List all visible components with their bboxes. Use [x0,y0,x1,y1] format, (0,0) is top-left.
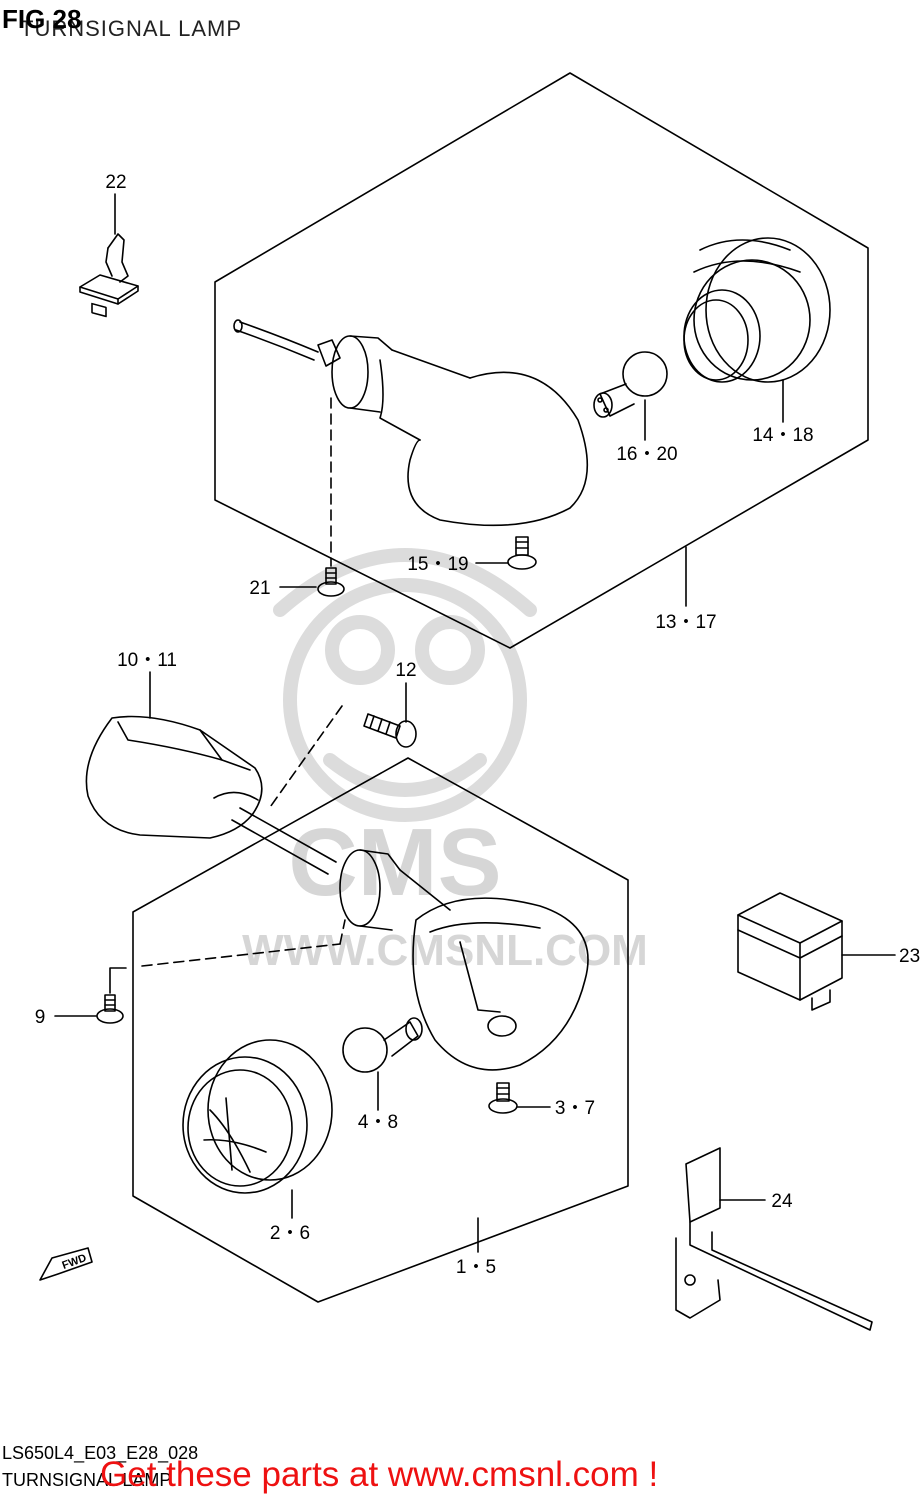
part-9-screw [96,994,124,1024]
label-12: 12 [395,660,416,681]
label-4-8: 4・8 [358,1112,398,1133]
watermark-logo [273,548,537,822]
label-3-7: 3・7 [555,1098,595,1119]
part-10-11-cover [85,715,263,839]
part-23-relay [737,892,843,1011]
part-14-18-lens [683,237,831,383]
lower-lamp-body [231,807,589,1071]
dash-9b [141,943,341,967]
part-4-8-bulb [342,1017,423,1073]
drawing-name: TURNSIGNAL LAMP [2,1470,172,1490]
upper-lamp-body [233,319,589,527]
dash-12 [267,705,343,811]
part-12-bolt [363,713,417,748]
label-2-6: 2・6 [270,1223,310,1244]
label-13-17: 13・17 [655,612,716,633]
figure-subtitle: TURNSIGNAL LAMP [20,16,243,41]
promo-link[interactable]: Get these parts at www.cmsnl.com ! [100,1455,659,1494]
label-14-18: 14・18 [752,425,813,446]
label-23: 23 [899,946,920,967]
drawing-code: LS650L4_E03_E28_028 [2,1443,199,1463]
part-15-19-screw [507,536,537,570]
part-3-7-screw [488,1082,518,1114]
dash-9c [339,919,346,945]
label-21: 21 [249,578,270,599]
upper-assembly-outline [214,72,869,649]
part-2-6-lens [182,1039,333,1194]
label-16-20: 16・20 [616,444,677,465]
label-15-19: 15・19 [407,554,468,575]
label-1-5: 1・5 [456,1257,496,1278]
lower-assembly-outline [132,757,629,1303]
figure-title: FIG 28 [2,4,82,34]
dash-9 [109,967,127,994]
label-9: 9 [35,1007,46,1028]
label-10-11: 10・11 [117,650,177,671]
part-21-screw [317,567,345,597]
part-22-clip [79,233,139,318]
part-24-bracket [675,1147,873,1331]
label-22: 22 [105,172,126,193]
label-24: 24 [771,1191,793,1212]
part-16-20-bulb [593,351,668,418]
fwd-arrow-icon: FWD [39,1247,93,1281]
